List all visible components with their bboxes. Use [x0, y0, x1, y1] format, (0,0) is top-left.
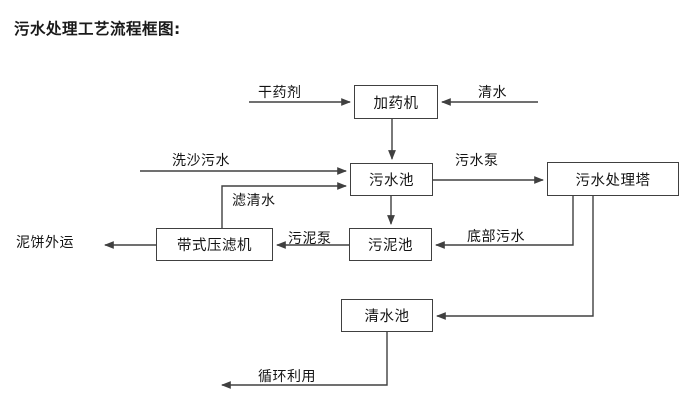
terminal-label-mud-cake-outbound: 泥饼外运	[16, 235, 74, 251]
edge-treatment-tower-to-clean-water-pool	[436, 196, 594, 320]
node-label: 污泥池	[368, 238, 413, 254]
edge-label-clean-water-input: 清水	[478, 85, 507, 101]
node-dosing-machine[interactable]: 加药机	[354, 85, 438, 119]
edge-clean-water-pool-recycle-reuse	[221, 332, 388, 389]
node-sludge-pool[interactable]: 污泥池	[349, 228, 432, 261]
node-label: 加药机	[373, 95, 419, 112]
page-title: 污水处理工艺流程框图:	[14, 20, 181, 38]
node-clean-water-pool[interactable]: 清水池	[341, 299, 433, 332]
edge-filtered-clear-water-to-wastewater-pool	[221, 182, 347, 228]
edge-label-dry-chemical: 干药剂	[258, 85, 302, 101]
node-label: 污水池	[369, 173, 414, 189]
edge-treatment-tower-bottom-sewage-to-sludge-pool	[435, 196, 574, 249]
node-label: 污水处理塔	[575, 172, 651, 189]
node-belt-filter-press[interactable]: 带式压滤机	[156, 228, 273, 261]
edge-label-sludge-pump: 污泥泵	[288, 231, 332, 247]
node-treatment-tower[interactable]: 污水处理塔	[547, 162, 679, 196]
edge-label-bottom-sewage: 底部污水	[467, 229, 525, 245]
edge-label-filtered-clear-water: 滤清水	[232, 193, 276, 209]
edge-label-recycle-reuse: 循环利用	[258, 369, 316, 385]
node-label: 带式压滤机	[177, 238, 252, 254]
edge-label-sewage-pump: 污水泵	[455, 153, 499, 169]
node-wastewater-pool[interactable]: 污水池	[350, 163, 433, 196]
node-label: 清水池	[364, 309, 410, 325]
edge-label-sand-wash-sewage: 洗沙污水	[172, 153, 230, 169]
